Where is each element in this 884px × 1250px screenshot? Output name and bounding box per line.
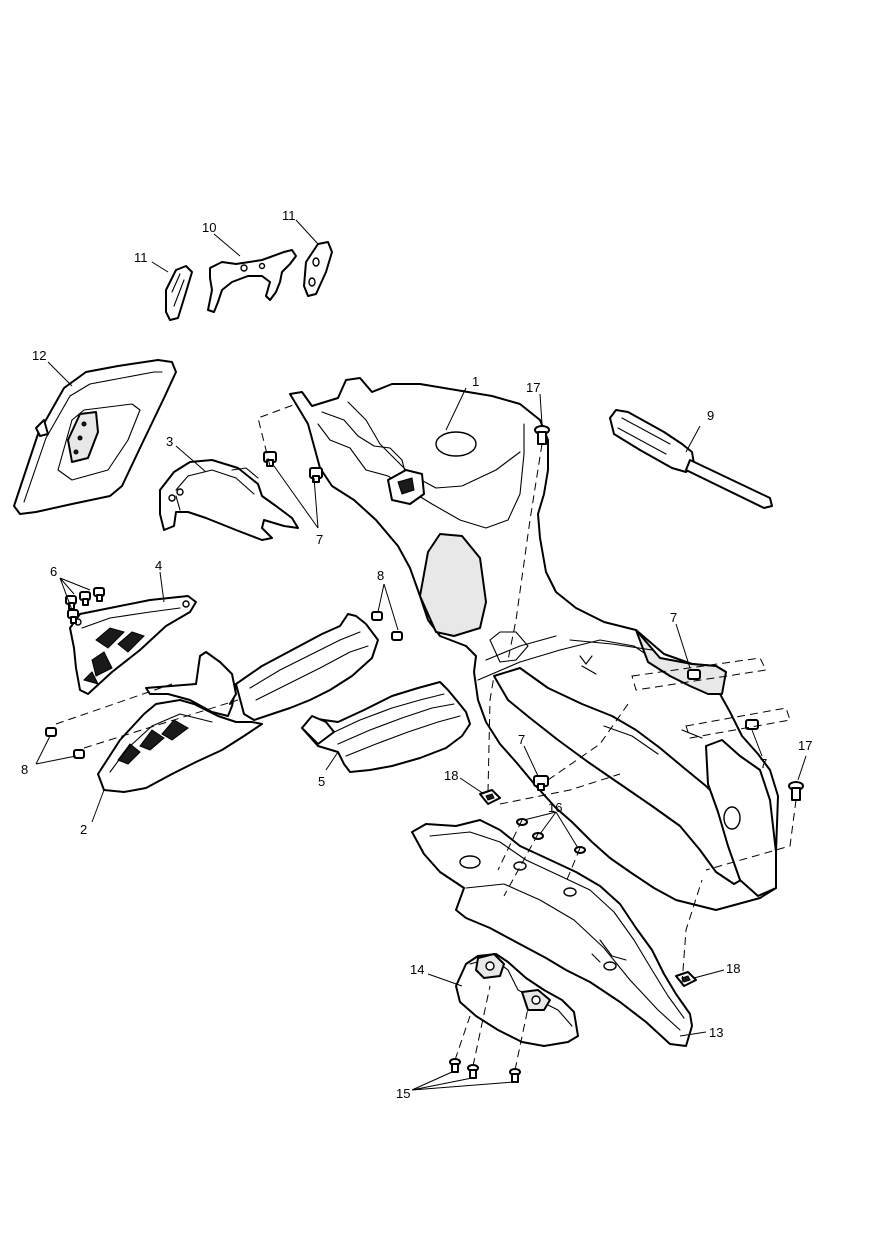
fastener-7-right-upper — [687, 669, 701, 680]
fastener-8-upper — [371, 611, 403, 641]
part-13-lower-panel — [411, 819, 693, 1047]
callout-9: 9 — [707, 408, 714, 423]
fastener-6-screws — [65, 587, 105, 624]
callout-7-upper-left: 7 — [316, 532, 323, 547]
callout-15: 15 — [396, 1086, 410, 1101]
fastener-7-upper-left — [263, 451, 323, 483]
fastener-17-right — [788, 781, 804, 801]
fastener-15-screws — [449, 1058, 521, 1083]
callout-12: 12 — [32, 348, 46, 363]
callout-10: 10 — [202, 220, 216, 235]
part-12-cover-panel — [13, 359, 177, 515]
alignment-lines — [55, 403, 797, 1071]
part-4-mesh-guard — [69, 595, 197, 695]
callout-16: 16 — [548, 800, 562, 815]
leader-lines — [35, 219, 807, 1091]
callout-18-upper: 18 — [444, 768, 458, 783]
callout-8-lower: 8 — [21, 762, 28, 777]
part-11-pad-right — [303, 241, 333, 297]
callout-5: 5 — [318, 774, 325, 789]
part-10-bracket — [207, 249, 297, 313]
callout-1: 1 — [472, 374, 479, 389]
part-2-undertray — [97, 651, 263, 793]
callout-labels: 1 2 3 4 5 6 7 7 7 7 8 8 9 10 11 11 12 13… — [21, 208, 812, 1101]
fastener-18-upper — [479, 789, 501, 805]
callout-6: 6 — [50, 564, 57, 579]
fastener-16-washers — [516, 818, 586, 854]
part-14-small-cover — [455, 953, 579, 1047]
callout-3: 3 — [166, 434, 173, 449]
callout-14: 14 — [410, 962, 424, 977]
callout-4: 4 — [155, 558, 162, 573]
fastener-17-top — [534, 425, 550, 445]
callout-13: 13 — [709, 1025, 723, 1040]
part-11-pad-left — [165, 265, 193, 321]
callout-2: 2 — [80, 822, 87, 837]
callout-11-right: 11 — [282, 208, 296, 223]
callout-11-left: 11 — [134, 250, 148, 265]
fastener-18-lower — [675, 971, 697, 987]
part-5-tray — [301, 681, 471, 773]
callout-7-right-lower: 7 — [760, 756, 767, 771]
part-1-main-body — [289, 377, 779, 911]
callout-18-lower: 18 — [726, 961, 740, 976]
fastener-8-lower — [45, 727, 85, 759]
callout-7-right-upper: 7 — [670, 610, 677, 625]
callout-17-right: 17 — [798, 738, 812, 753]
callout-8-upper: 8 — [377, 568, 384, 583]
part-3-hugger — [159, 459, 299, 541]
part-9-screwdriver-icon — [609, 409, 773, 509]
part-2-arm — [235, 613, 379, 721]
fastener-7-center — [533, 775, 549, 791]
callout-7-center: 7 — [518, 732, 525, 747]
callout-17-top: 17 — [526, 380, 540, 395]
